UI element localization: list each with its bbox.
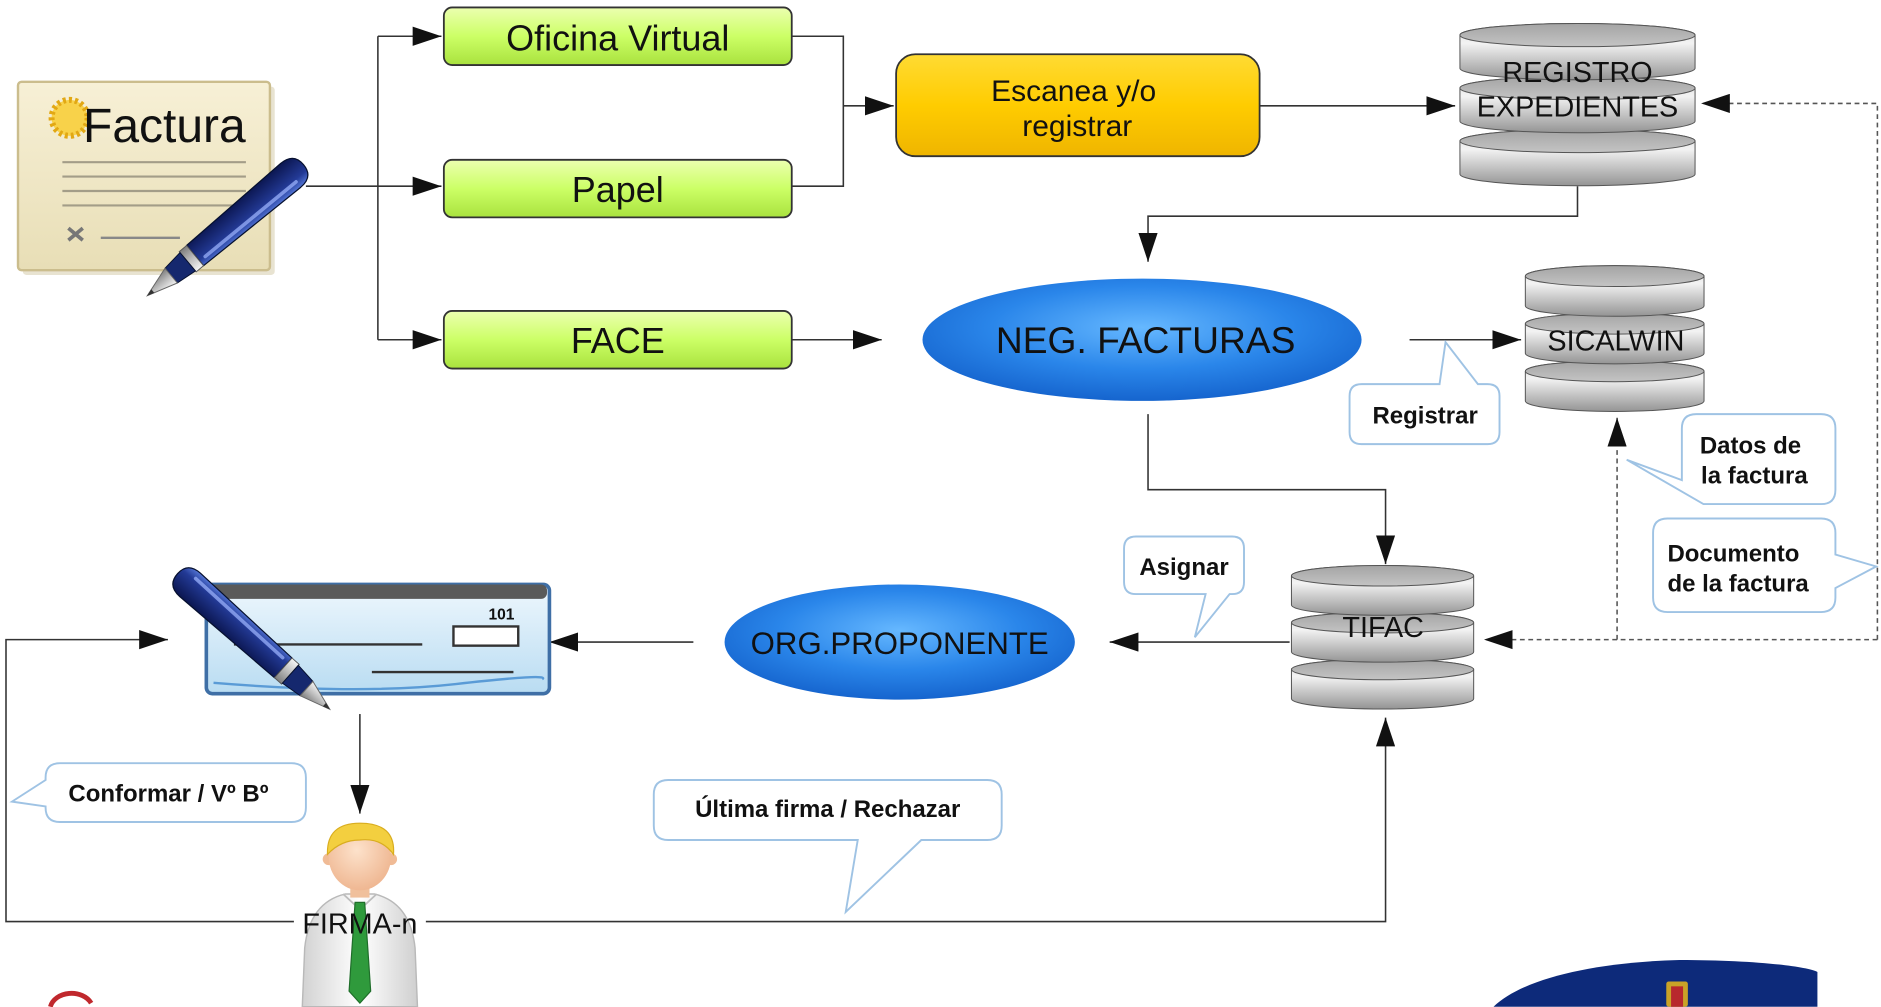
brand-mark-partial — [48, 990, 94, 1007]
factura-label: Factura — [83, 100, 246, 153]
connector-neg-to-tifac — [1147, 414, 1396, 565]
tifac-database: TIFAC — [1290, 564, 1475, 710]
callout-registrar: Registrar — [1348, 339, 1501, 446]
connector-firma-to-tifac — [425, 717, 1396, 923]
institution-logo-partial — [1493, 959, 1818, 1007]
callout-text: Asignar — [1139, 554, 1228, 581]
scan-register-box: Escanea y/o registrar — [895, 53, 1261, 158]
connector-firma-to-cheque — [5, 630, 294, 923]
channel-face: FACE — [442, 310, 793, 370]
channel-label: Papel — [572, 169, 664, 210]
connector-registro-to-neg — [1138, 186, 1579, 262]
callout-text-line-2: la factura — [1701, 463, 1808, 490]
registro-label-line-2: EXPEDIENTES — [1477, 92, 1679, 124]
callout-text: Registrar — [1372, 403, 1477, 430]
channel-oficina-virtual: Oficina Virtual — [442, 6, 793, 66]
channel-label: FACE — [571, 320, 665, 361]
connector-merge — [791, 35, 845, 187]
callout-documento-factura: Documento de la factura — [1652, 517, 1879, 614]
neg-facturas-process: NEG. FACTURAS — [922, 278, 1362, 401]
callout-datos-factura: Datos de la factura — [1626, 413, 1837, 506]
scan-label-line-2: registrar — [1022, 110, 1132, 143]
connector-dashed-to-registro — [1701, 93, 1879, 640]
channel-papel: Papel — [442, 158, 793, 219]
callout-text-line-1: Documento — [1667, 541, 1799, 568]
seal-icon — [48, 96, 91, 139]
signer-label: FIRMA-n — [302, 909, 417, 941]
crest-icon — [1666, 981, 1688, 1007]
cheque-number: 101 — [488, 606, 514, 623]
callout-text: Última firma / Rechazar — [695, 795, 960, 823]
tifac-label: TIFAC — [1342, 612, 1424, 644]
callout-text-line-2: de la factura — [1667, 571, 1809, 598]
org-proponente-label: ORG.PROPONENTE — [751, 626, 1049, 661]
connectors — [5, 26, 1879, 923]
neg-facturas-label: NEG. FACTURAS — [996, 319, 1295, 361]
scan-label-line-1: Escanea y/o — [991, 75, 1156, 108]
channel-label: Oficina Virtual — [506, 18, 729, 59]
callout-text: Conformar / Vº Bº — [68, 781, 268, 808]
callout-asignar: Asignar — [1123, 535, 1245, 638]
sicalwin-label: SICALWIN — [1547, 326, 1684, 358]
sicalwin-database: SICALWIN — [1524, 264, 1705, 413]
callout-text-line-1: Datos de — [1700, 433, 1801, 460]
registro-expedientes-database: REGISTRO EXPEDIENTES — [1458, 22, 1697, 187]
registro-label-line-1: REGISTRO — [1502, 57, 1652, 89]
invoice-document-icon: Factura — [16, 80, 275, 275]
org-proponente-process: ORG.PROPONENTE — [724, 584, 1075, 700]
tie-icon — [348, 901, 372, 1005]
signer-person-icon — [301, 822, 419, 1007]
callout-conformar: Conformar / Vº Bº — [9, 762, 307, 823]
sign-here-mark-icon — [67, 226, 84, 242]
callout-ultima-firma: Última firma / Rechazar — [652, 779, 1003, 915]
